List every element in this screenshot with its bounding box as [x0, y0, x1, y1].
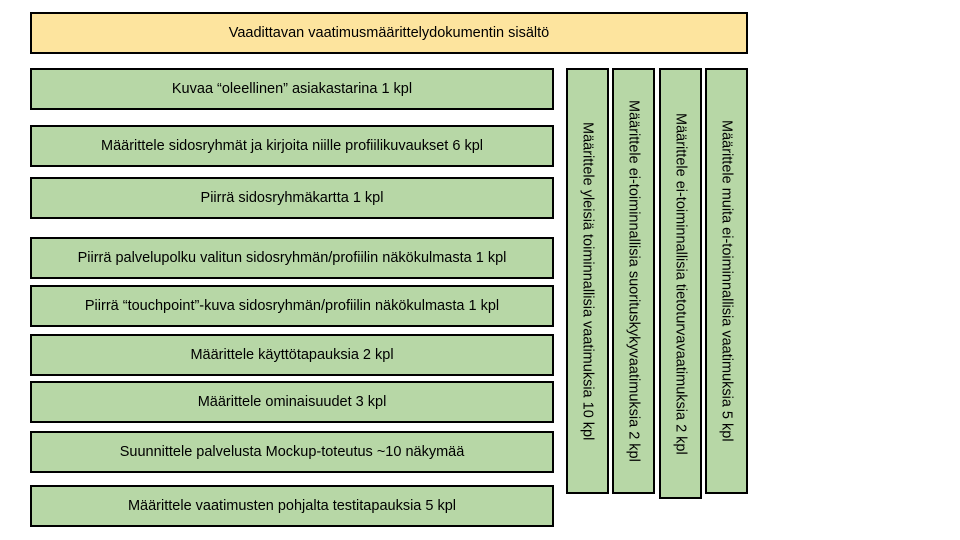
item-label: Määrittele vaatimusten pohjalta testitap…	[127, 498, 457, 514]
column-label: Määrittele ei-toiminnallisia suorituskyk…	[625, 100, 642, 462]
item-label: Piirrä palvelupolku valitun sidosryhmän/…	[77, 250, 507, 266]
column-label: Määrittele yleisiä toiminnallisia vaatim…	[579, 121, 596, 441]
item-label: Määrittele sidosryhmät ja kirjoita niill…	[101, 138, 483, 154]
requirement-item-test-cases: Määrittele vaatimusten pohjalta testitap…	[30, 485, 554, 527]
requirement-item-customer-story: Kuvaa “oleellinen” asiakastarina 1 kpl	[30, 68, 554, 110]
item-label: Määrittele käyttötapauksia 2 kpl	[190, 347, 394, 363]
column-label: Määrittele muita ei-toiminnallisia vaati…	[718, 120, 735, 442]
header-label: Vaadittavan vaatimusmäärittelydokumentin…	[228, 25, 550, 41]
item-label: Kuvaa “oleellinen” asiakastarina 1 kpl	[171, 81, 413, 97]
requirement-item-stakeholder-profiles: Määrittele sidosryhmät ja kirjoita niill…	[30, 125, 554, 167]
requirement-column-security: Määrittele ei-toiminnallisia tietoturvav…	[659, 68, 702, 499]
requirement-column-other-nonfunctional: Määrittele muita ei-toiminnallisia vaati…	[705, 68, 748, 494]
item-label: Piirrä “touchpoint”-kuva sidosryhmän/pro…	[84, 298, 500, 314]
requirement-item-use-cases: Määrittele käyttötapauksia 2 kpl	[30, 334, 554, 376]
requirement-item-service-path: Piirrä palvelupolku valitun sidosryhmän/…	[30, 237, 554, 279]
requirement-item-features: Määrittele ominaisuudet 3 kpl	[30, 381, 554, 423]
requirement-column-functional: Määrittele yleisiä toiminnallisia vaatim…	[566, 68, 609, 494]
requirement-item-stakeholder-map: Piirrä sidosryhmäkartta 1 kpl	[30, 177, 554, 219]
column-label: Määrittele ei-toiminnallisia tietoturvav…	[672, 112, 689, 455]
item-label: Suunnittele palvelusta Mockup-toteutus ~…	[119, 444, 465, 460]
item-label: Piirrä sidosryhmäkartta 1 kpl	[200, 190, 384, 206]
item-label: Määrittele ominaisuudet 3 kpl	[197, 394, 387, 410]
requirement-item-touchpoint-image: Piirrä “touchpoint”-kuva sidosryhmän/pro…	[30, 285, 554, 327]
document-contents-header: Vaadittavan vaatimusmäärittelydokumentin…	[30, 12, 748, 54]
requirement-item-mockup: Suunnittele palvelusta Mockup-toteutus ~…	[30, 431, 554, 473]
requirement-column-performance: Määrittele ei-toiminnallisia suorituskyk…	[612, 68, 655, 494]
